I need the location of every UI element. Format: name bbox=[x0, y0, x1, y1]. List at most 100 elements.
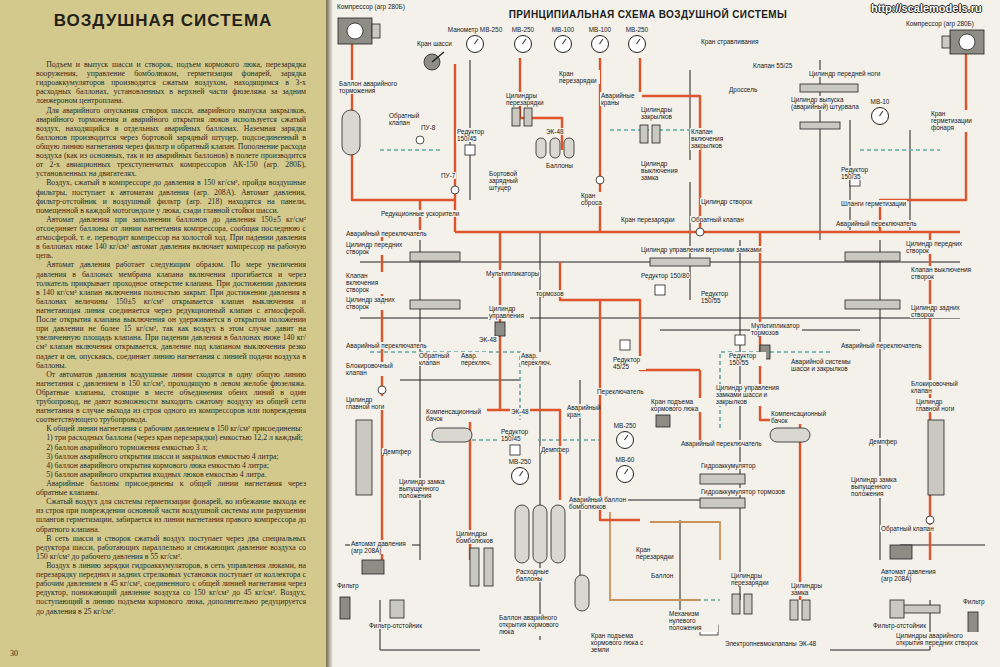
accumulator bbox=[700, 474, 745, 484]
compressor-wheel bbox=[959, 34, 975, 50]
part-label: Баллон аварийного торможения bbox=[338, 80, 402, 94]
gauge-dial bbox=[554, 35, 572, 53]
body-paragraph: 2) баллон аварийного торможения емкостью… bbox=[36, 443, 306, 452]
gauge-label: МВ-250 bbox=[625, 26, 649, 33]
part-label: Кран перезарядки bbox=[635, 546, 677, 560]
check-valve bbox=[926, 516, 934, 524]
part-label: Шланги герметизации bbox=[840, 200, 907, 207]
part-label: Цилиндр выпуска (аварийный) штурвала bbox=[790, 96, 860, 110]
part-label: Редуктор 150/35 bbox=[840, 166, 882, 180]
body-paragraph: Подъем и выпуск шасси и створок, подъем … bbox=[36, 60, 306, 106]
flap-cylinder bbox=[652, 125, 660, 143]
part-label: Фильтр-отстойник bbox=[368, 622, 423, 629]
body-paragraph: Автомат давления при заполнении баллонов… bbox=[36, 215, 306, 261]
gauge-dial bbox=[466, 35, 484, 53]
part-label: Цилиндр главной ноги bbox=[915, 398, 967, 412]
part-label: Редукционные ускорители bbox=[380, 210, 460, 217]
part-label: Цилиндры перезарядки bbox=[730, 572, 777, 586]
pressure-gauge: МВ-10 bbox=[870, 98, 891, 125]
part-label: Кран перезарядки bbox=[558, 70, 600, 84]
part-label: ЭК-48 bbox=[545, 128, 565, 135]
part-label: Цилиндр передней ноги bbox=[808, 70, 881, 77]
door-cylinder bbox=[845, 252, 900, 261]
body-paragraph: Аварийные баллоны присоединены к общей л… bbox=[36, 479, 306, 497]
emergency-bottle bbox=[575, 575, 589, 611]
gauge-label: МВ-250 bbox=[511, 26, 535, 33]
part-label: Редуктор 45/25 bbox=[612, 356, 646, 370]
body-paragraph: 4) баллон аварийного открытия кормового … bbox=[36, 461, 306, 470]
brake-bottle bbox=[342, 110, 360, 155]
part-label: Блокировочный клапан bbox=[345, 362, 395, 376]
pressure-regulator bbox=[890, 545, 912, 559]
body-paragraph: От автоматов давления воздушные линии сх… bbox=[36, 370, 306, 425]
diagram-title: ПРИНЦИПИАЛЬНАЯ СХЕМА ВОЗДУШНОЙ СИСТЕМЫ bbox=[507, 9, 790, 20]
check-valve bbox=[378, 386, 386, 394]
supply-bottle bbox=[533, 505, 547, 563]
part-label: Электропневмоклапаны ЭК-48 bbox=[724, 640, 817, 647]
part-label: Аварийный переключатель bbox=[840, 342, 923, 349]
gauge-label: Манометр МВ-250 bbox=[447, 26, 503, 33]
part-label: Цилиндр задних створок bbox=[345, 296, 397, 310]
check-valve bbox=[696, 228, 704, 236]
part-label: Аварийный переключатель bbox=[835, 220, 918, 227]
pipe-tan bbox=[610, 512, 720, 600]
page-seam bbox=[326, 0, 333, 667]
bomb-bay-cylinder bbox=[470, 548, 479, 586]
reducer bbox=[510, 445, 520, 455]
part-label: Цилиндр замка выпущенного положения bbox=[850, 476, 914, 498]
gauge-label: МВ-250 bbox=[508, 458, 532, 465]
tail-hatch-valve bbox=[656, 415, 670, 427]
part-label: Баллон аварийного открытия кормового люк… bbox=[498, 614, 572, 636]
part-label: Демпфер bbox=[868, 438, 898, 445]
gauge-dial bbox=[616, 431, 634, 449]
part-label: Цилиндры замка bbox=[790, 582, 832, 596]
nose-leg-cylinder bbox=[800, 84, 858, 92]
body-paragraph: Автомат давления работает следующим обра… bbox=[36, 260, 306, 369]
gauge-label: МВ-10 bbox=[870, 98, 891, 105]
part-label: Цилиндр замка выпущенного положения bbox=[398, 478, 458, 500]
part-label: Кран сброса bbox=[580, 192, 612, 206]
part-label: ПУ-7 bbox=[440, 172, 456, 179]
part-label: Авар. переключ. bbox=[460, 352, 488, 366]
part-label: Цилиндр створок bbox=[700, 198, 753, 205]
lock-cylinder bbox=[802, 600, 810, 620]
part-label: Кран подъема кормового люка bbox=[650, 398, 710, 412]
gauge-label: МВ-100 bbox=[551, 26, 575, 33]
part-label: Аварийный баллон бомболюков bbox=[568, 496, 628, 510]
accumulator bbox=[700, 498, 745, 508]
part-label: Компрессор (агр 280Б) bbox=[336, 3, 406, 10]
part-label: Фильтр bbox=[336, 582, 359, 589]
watermark: http://scalemodels.ru bbox=[870, 2, 983, 14]
check-valve bbox=[596, 176, 604, 184]
part-label: Кран шасси bbox=[416, 40, 453, 47]
page-heading: ВОЗДУШНАЯ СИСТЕМА bbox=[20, 12, 306, 31]
pressure-gauge: МВ-250 bbox=[511, 26, 535, 53]
part-label: Автомат давления (агр 208А) bbox=[880, 568, 942, 582]
part-label: Клапан включения закрылков bbox=[690, 128, 740, 150]
check-valve bbox=[451, 186, 459, 194]
part-label: Обратный клапан bbox=[690, 216, 745, 223]
door-cylinder bbox=[410, 252, 460, 261]
page-body: Подъем и выпуск шасси и створок, подъем … bbox=[36, 60, 306, 648]
part-label: Баллоны bbox=[545, 162, 574, 169]
part-label: Автомат давления (агр 208А) bbox=[350, 540, 412, 554]
compressor-head bbox=[942, 36, 950, 48]
page-number: 30 bbox=[10, 650, 18, 658]
part-label: Цилиндр задних створок bbox=[910, 304, 972, 318]
gauge-label: МВ-100 bbox=[588, 26, 612, 33]
part-label: Мультипликаторы bbox=[485, 270, 540, 277]
part-label: Компрессор (агр 280Б) bbox=[905, 20, 975, 27]
air-bottle bbox=[536, 138, 546, 158]
part-label: Фильтр-отстойник bbox=[872, 622, 927, 629]
compressor-head bbox=[372, 24, 380, 38]
part-label: Редуктор 150/80 bbox=[640, 272, 690, 279]
pressure-gauge: МВ-250 bbox=[625, 26, 649, 53]
part-label: Аварийный кран bbox=[566, 404, 598, 418]
emergency-door-cylinder bbox=[900, 605, 940, 613]
part-label: Цилиндры аварийного открытия передних ст… bbox=[895, 632, 992, 646]
pressure-gauge: МВ-100 bbox=[551, 26, 575, 53]
filter bbox=[340, 597, 350, 619]
part-label: Фильтр bbox=[962, 598, 985, 605]
body-paragraph: Воздух в линию зарядки гидроаккумуляторо… bbox=[36, 561, 306, 616]
